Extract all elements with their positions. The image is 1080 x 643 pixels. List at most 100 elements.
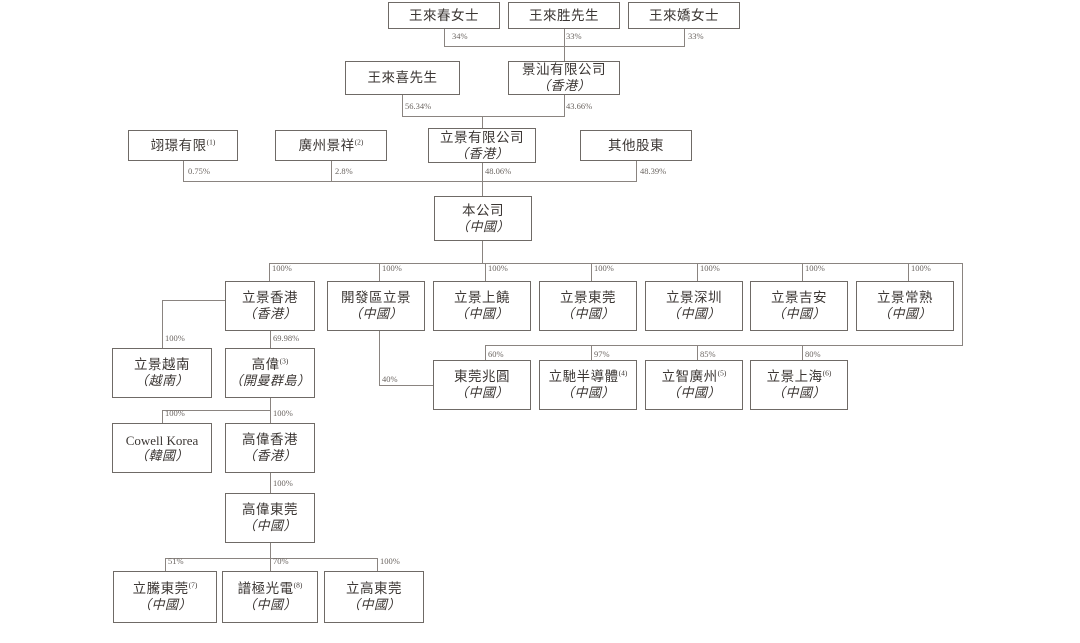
connector-ljhk-to-vn-v: [162, 300, 163, 348]
connector-lj-ja-up: [802, 263, 803, 281]
ownership-percentage-label: 97%: [594, 349, 610, 359]
connector-gaowei-down: [270, 398, 271, 410]
entity-name: 其他股東: [608, 137, 664, 153]
entity-box-dg_zhaoyuan: 東莞兆圓（中國）: [433, 360, 531, 410]
footnote-marker: (3): [279, 356, 289, 366]
entity-box-lichi_semi: 立馳半導體(4)（中國）: [539, 360, 637, 410]
entity-jurisdiction: （香港）: [242, 448, 297, 464]
entity-name: 立景常熟: [877, 290, 933, 306]
connector-jingshan-down: [564, 95, 565, 116]
footnote-marker: (1): [206, 137, 216, 147]
entity-name: 王來嬌女士: [649, 7, 719, 23]
entity-jurisdiction: （中國）: [455, 218, 510, 234]
connector-ljhk-left-h: [162, 300, 226, 301]
entity-box-kfq_lj: 開發區立景（中國）: [327, 281, 425, 331]
entity-name: 高偉香港: [242, 432, 298, 448]
entity-box-lj_dg: 立景東莞（中國）: [539, 281, 637, 331]
entity-jurisdiction: （中國）: [560, 306, 615, 322]
entity-name: 立智廣州(5): [661, 368, 727, 385]
ownership-percentage-label: 100%: [273, 478, 293, 488]
entity-box-yijing: 翊璟有限(1): [128, 130, 238, 161]
entity-jurisdiction: （香港）: [536, 78, 591, 94]
entity-jurisdiction: （越南）: [134, 373, 189, 389]
ownership-percentage-label: 100%: [165, 333, 185, 343]
connector-lj-cs-up: [908, 263, 909, 281]
connector-lj-sh-up: [802, 345, 803, 360]
entity-box-wanglaisheng: 王來胜先生: [508, 2, 620, 29]
connector-lijing-hk-up: [482, 116, 483, 128]
entity-name: 東莞兆圓: [454, 369, 510, 385]
ownership-percentage-label: 100%: [488, 263, 508, 273]
entity-box-lj_cs: 立景常熟（中國）: [856, 281, 954, 331]
footnote-marker: (8): [293, 580, 303, 590]
footnote-marker: (5): [717, 368, 727, 378]
connector-gaoweidg-bus: [165, 558, 377, 559]
ownership-percentage-label: 0.75%: [188, 166, 210, 176]
entity-name: 立景有限公司: [440, 129, 524, 145]
entity-name: Cowell Korea: [125, 432, 199, 448]
entity-box-wanglaijiao: 王來嬌女士: [628, 2, 740, 29]
entity-jurisdiction: （韓國）: [134, 448, 189, 463]
connector-guangzhou-down: [331, 161, 332, 181]
connector-liteng-up: [165, 558, 166, 571]
connector-lizhi-gz-up: [697, 345, 698, 360]
entity-jurisdiction: （中國）: [137, 597, 192, 613]
entity-name: 翊璟有限(1): [150, 137, 216, 153]
entity-name: 本公司: [462, 202, 504, 218]
connector-wanglaichun-down: [444, 29, 445, 46]
connector-kfq-to-zhaoyuan-v: [379, 331, 380, 385]
connector-wanglaisheng-down: [564, 29, 565, 61]
connector-other-down: [636, 161, 637, 181]
entity-box-other: 其他股東: [580, 130, 692, 161]
connector-lj-hk-up: [269, 263, 270, 281]
connector-ligao-up: [377, 558, 378, 571]
connector-lj-sr-up: [485, 263, 486, 281]
ownership-percentage-label: 100%: [700, 263, 720, 273]
entity-jurisdiction: （中國）: [454, 385, 509, 401]
entity-box-gaowei_hk: 高偉香港（香港）: [225, 423, 315, 473]
entity-jurisdiction: （中國）: [666, 385, 721, 401]
footnote-marker: (2): [354, 137, 364, 147]
ownership-percentage-label: 100%: [165, 408, 185, 418]
entity-jurisdiction: （香港）: [242, 306, 297, 322]
entity-box-lj_vn: 立景越南（越南）: [112, 348, 212, 398]
entity-box-lj_hk: 立景香港（香港）: [225, 281, 315, 331]
entity-box-wanglaixi: 王來喜先生: [345, 61, 460, 95]
entity-name: 立高東莞: [346, 581, 402, 597]
ownership-percentage-label: 43.66%: [566, 101, 593, 111]
ownership-percentage-label: 80%: [805, 349, 821, 359]
ownership-percentage-label: 100%: [273, 408, 293, 418]
connector-right-riser: [962, 263, 963, 345]
ownership-percentage-label: 69.98%: [273, 333, 300, 343]
entity-box-lijing_hk_ltd: 立景有限公司（香港）: [428, 128, 536, 163]
ownership-percentage-label: 48.39%: [640, 166, 667, 176]
entity-box-gaowei: 高偉(3)（開曼群島）: [225, 348, 315, 398]
entity-name: 立景上饒: [454, 290, 510, 306]
ownership-percentage-label: 70%: [273, 556, 289, 566]
entity-name: 立景越南: [134, 357, 190, 373]
entity-jurisdiction: （中國）: [348, 306, 403, 322]
connector-lijinghk-down: [482, 163, 483, 196]
footnote-marker: (4): [618, 368, 628, 378]
entity-jurisdiction: （中國）: [771, 306, 826, 322]
connector-kfq-to-zhaoyuan-h: [379, 385, 434, 386]
entity-name: 立景上海(6): [766, 368, 832, 385]
ownership-percentage-label: 33%: [566, 31, 582, 41]
connector-subsidiary-bus-2: [485, 345, 963, 346]
connector-ljhk-to-gaowei-v: [270, 331, 271, 348]
connector-gaoweihk-to-gaoweidg: [270, 473, 271, 493]
entity-jurisdiction: （中國）: [242, 518, 297, 534]
ownership-percentage-label: 51%: [168, 556, 184, 566]
ownership-percentage-label: 56.34%: [405, 101, 432, 111]
entity-box-lj_sz: 立景深圳（中國）: [645, 281, 743, 331]
entity-jurisdiction: （中國）: [771, 385, 826, 401]
ownership-percentage-label: 100%: [382, 263, 402, 273]
entity-jurisdiction: （中國）: [666, 306, 721, 322]
ownership-percentage-label: 60%: [488, 349, 504, 359]
entity-box-company: 本公司（中國）: [434, 196, 532, 241]
entity-box-puji_photo: 譜極光電(8)（中國）: [222, 571, 318, 623]
entity-name: 立景香港: [242, 290, 298, 306]
connector-subsidiary-bus: [269, 263, 963, 264]
connector-cowell-up: [162, 410, 163, 423]
entity-jurisdiction: （中國）: [242, 597, 297, 613]
